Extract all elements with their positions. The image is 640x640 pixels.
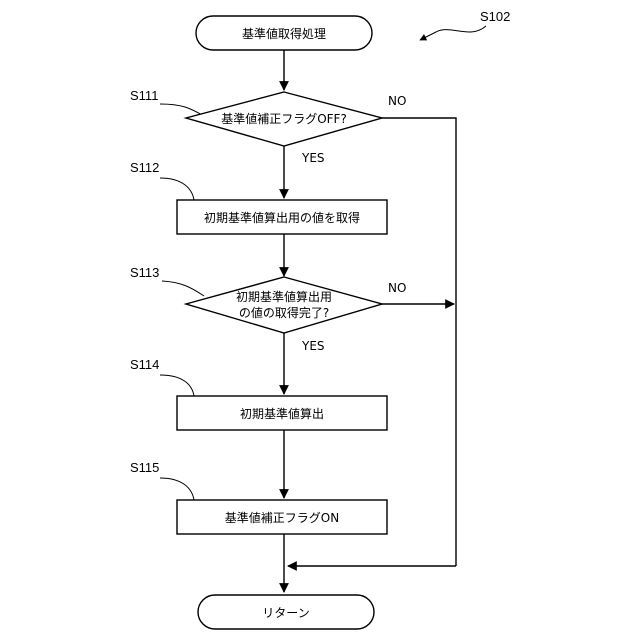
decision-s113-text-line1: 初期基準値算出用 [236, 289, 332, 304]
s111-no-line [382, 118, 456, 566]
step-label-s114: S114 [130, 357, 159, 372]
step-label-s115: S115 [130, 460, 159, 475]
leader-s115 [160, 478, 194, 500]
process-s115-text: 基準値補正フラグON [225, 510, 339, 525]
decision-s113 [186, 277, 382, 333]
figure-ref-label: S102 [480, 9, 510, 24]
leader-s114 [160, 375, 194, 396]
step-label-s113: S113 [130, 265, 159, 280]
start-terminal-text: 基準値取得処理 [242, 26, 326, 41]
figure-ref-leader [420, 26, 486, 40]
leader-s111 [160, 104, 204, 116]
s111-yes-label: YES [301, 151, 325, 165]
s111-no-label: NO [388, 94, 406, 108]
end-terminal-text: リターン [262, 606, 309, 620]
s113-no-label: NO [388, 281, 406, 295]
process-s114-text: 初期基準値算出 [240, 406, 324, 421]
step-label-s111: S111 [130, 88, 158, 103]
step-label-s112: S112 [130, 160, 159, 175]
process-s112-text: 初期基準値算出用の値を取得 [204, 210, 360, 225]
leader-s112 [160, 178, 194, 200]
decision-s111-text: 基準値補正フラグOFF? [221, 111, 347, 126]
decision-s113-text-line2: の値の取得完了? [239, 305, 329, 320]
leader-s113 [162, 281, 204, 296]
s113-yes-label: YES [301, 339, 325, 353]
